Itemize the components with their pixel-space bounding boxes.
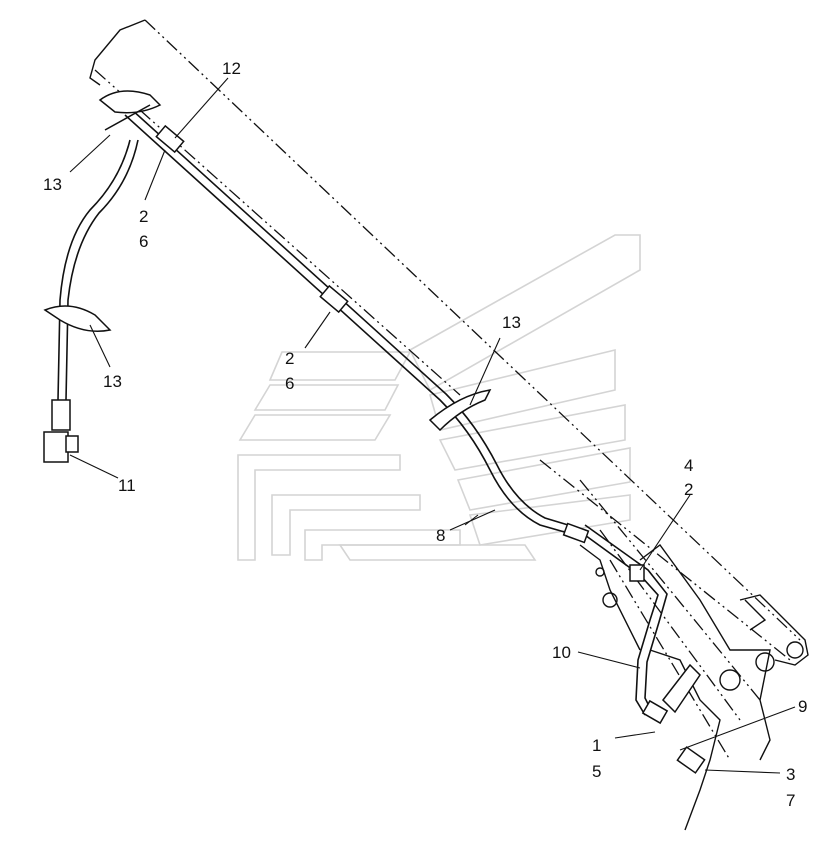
callout-13-top: 13 — [43, 175, 62, 194]
callout-1: 1 — [592, 736, 601, 755]
callout-13-right: 13 — [502, 313, 521, 332]
elbow-fitting — [43, 399, 79, 463]
callout-5: 5 — [592, 762, 601, 781]
callout-6-top: 6 — [139, 232, 148, 251]
callout-2-right: 2 — [684, 480, 693, 499]
clamps — [43, 90, 706, 774]
callout-12: 12 — [222, 59, 241, 78]
callout-13-mid: 13 — [103, 372, 122, 391]
callout-4: 4 — [684, 456, 693, 475]
boom-end — [89, 19, 809, 831]
leader-lines — [69, 77, 796, 774]
watermark-logo — [237, 234, 641, 561]
callout-labels: 12 13 2 6 13 2 6 13 11 4 2 8 10 9 1 5 3 … — [43, 59, 807, 810]
callout-2-mid: 2 — [285, 349, 294, 368]
callout-9: 9 — [798, 697, 807, 716]
callout-8: 8 — [436, 526, 445, 545]
callout-6-mid: 6 — [285, 374, 294, 393]
callout-2-top: 2 — [139, 207, 148, 226]
hydraulic-tube — [57, 108, 668, 716]
boom-outline — [94, 19, 801, 761]
callout-3: 3 — [786, 765, 795, 784]
callout-11: 11 — [118, 476, 136, 495]
callout-10: 10 — [552, 643, 571, 662]
callout-7: 7 — [786, 791, 795, 810]
